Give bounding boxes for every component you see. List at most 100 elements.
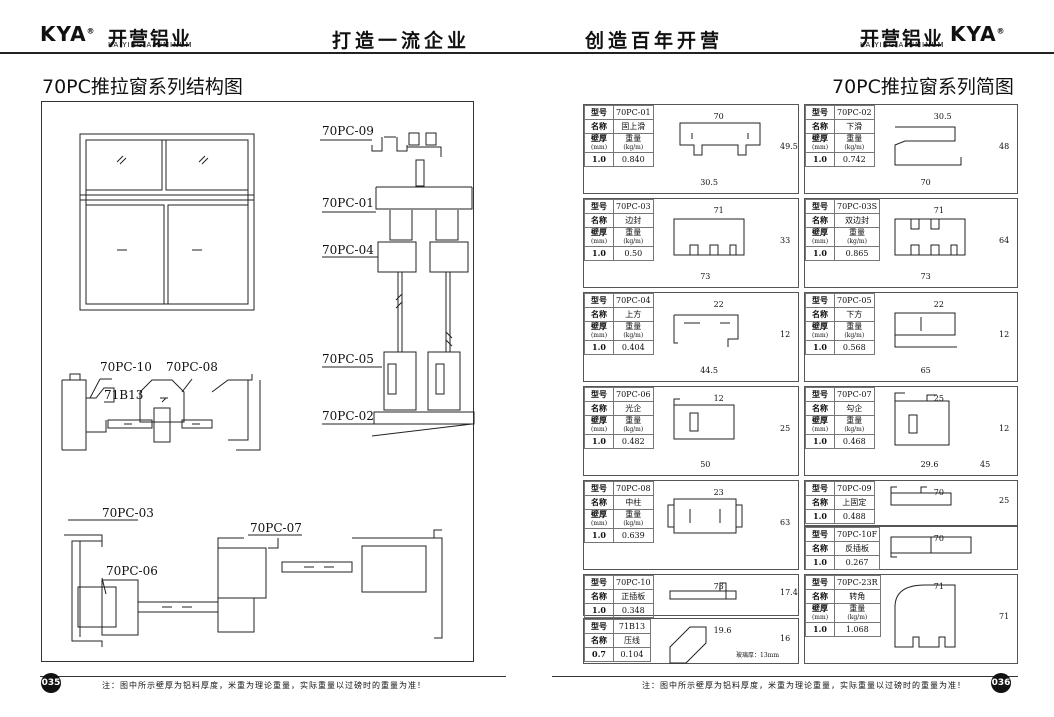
name-label: 名称 bbox=[584, 307, 614, 322]
model-label: 型号 bbox=[805, 199, 835, 214]
dimension-label: 49.5 bbox=[780, 142, 798, 151]
page-number-right: 036 bbox=[991, 673, 1011, 693]
weight-label: 重量(kg/m) bbox=[613, 415, 654, 435]
slogan-right: 创造百年开营 bbox=[585, 30, 724, 52]
weight-value: 0.50 bbox=[613, 246, 654, 261]
dimension-label: 71 bbox=[934, 582, 944, 591]
model-label: 型号 bbox=[584, 199, 614, 214]
weight-label: 重量(kg/m) bbox=[833, 227, 881, 247]
weight-value: 0.742 bbox=[834, 152, 875, 167]
weight-value: 1.068 bbox=[834, 622, 881, 637]
wall-value: 1.0 bbox=[584, 603, 614, 618]
footnote-left: 注：图中所示壁厚为铝料厚度，米重为理论重量，实际重量以过磅时的重量为准！ bbox=[102, 681, 426, 690]
weight-label: 重量(kg/m) bbox=[613, 509, 654, 529]
structure-drawing-panel: 70PC-09 70PC-01 70PC-04 70PC-05 70PC-02 … bbox=[41, 101, 475, 662]
dimension-label: 48 bbox=[999, 142, 1009, 151]
glass-note: 玻璃厚：13mm bbox=[736, 651, 779, 659]
dimension-label: 23 bbox=[714, 488, 724, 497]
dimension-label: 25 bbox=[999, 496, 1009, 505]
dimension-label: 25 bbox=[934, 394, 944, 403]
window-elevation bbox=[79, 133, 255, 311]
wall-label: 壁厚(mm) bbox=[584, 133, 614, 153]
footer-divider-right bbox=[552, 676, 1018, 677]
left-page-title: 70PC推拉窗系列结构图 bbox=[42, 76, 243, 98]
weight-value: 0.840 bbox=[613, 152, 654, 167]
name-value: 压线 bbox=[613, 633, 651, 648]
model-value: 70PC-10F bbox=[833, 527, 881, 542]
model-value: 70PC-08 bbox=[613, 481, 654, 496]
name-label: 名称 bbox=[584, 401, 614, 416]
header-divider bbox=[0, 52, 1054, 54]
wall-value: 1.0 bbox=[805, 555, 835, 570]
wall-value: 1.0 bbox=[805, 622, 835, 637]
weight-label: 重量(kg/m) bbox=[613, 321, 654, 341]
wall-label: 壁厚(mm) bbox=[584, 227, 614, 247]
model-label: 型号 bbox=[805, 527, 835, 542]
wall-label: 壁厚(mm) bbox=[805, 133, 835, 153]
dimension-label: 22 bbox=[934, 300, 944, 309]
wall-label: 壁厚(mm) bbox=[805, 321, 835, 341]
weight-label: 重量(kg/m) bbox=[613, 227, 654, 247]
weight-value: 0.468 bbox=[834, 434, 875, 449]
label-70pc-02: 70PC-02 bbox=[322, 409, 374, 423]
label-70pc-03: 70PC-03 bbox=[102, 506, 154, 520]
wall-label: 壁厚(mm) bbox=[584, 509, 614, 529]
weight-value: 0.482 bbox=[613, 434, 654, 449]
name-label: 名称 bbox=[805, 541, 835, 556]
company-logo: KYA® bbox=[40, 22, 96, 46]
dimension-label: 65 bbox=[921, 366, 931, 375]
brand-name-left: 开营铝业 bbox=[108, 28, 193, 50]
name-value: 中柱 bbox=[613, 495, 654, 510]
wall-value: 1.0 bbox=[584, 528, 614, 543]
dimension-label: 12 bbox=[999, 424, 1009, 433]
label-70pc-06: 70PC-06 bbox=[106, 564, 158, 578]
name-value: 光企 bbox=[613, 401, 654, 416]
name-label: 名称 bbox=[584, 119, 614, 134]
vertical-section bbox=[371, 132, 475, 437]
name-label: 名称 bbox=[584, 589, 614, 604]
dimension-label: 71 bbox=[714, 206, 724, 215]
dimension-label: 71 bbox=[999, 612, 1009, 621]
dimension-label: 19.6 bbox=[714, 626, 732, 635]
footnote-right: 注：图中所示壁厚为铝料厚度，米重为理论重量，实际重量以过磅时的重量为准！ bbox=[642, 681, 966, 690]
weight-value: 0.104 bbox=[613, 647, 651, 662]
weight-value: 0.348 bbox=[613, 603, 654, 618]
dimension-label: 29.6 bbox=[921, 460, 939, 469]
name-value: 上固定 bbox=[834, 495, 875, 510]
label-70pc-10: 70PC-10 bbox=[100, 360, 152, 374]
dimension-label: 22 bbox=[714, 300, 724, 309]
dimension-label: 63 bbox=[780, 518, 790, 527]
dimension-label: 73 bbox=[700, 272, 710, 281]
wall-value: 1.0 bbox=[805, 246, 835, 261]
dimension-label: 70 bbox=[934, 534, 944, 543]
model-label: 型号 bbox=[584, 105, 614, 120]
wall-value: 0.7 bbox=[584, 647, 614, 662]
wall-label: 壁厚(mm) bbox=[584, 321, 614, 341]
dimension-label: 17.4 bbox=[780, 588, 798, 597]
dimension-label: 50 bbox=[700, 460, 710, 469]
dimension-label: 33 bbox=[780, 236, 790, 245]
name-value: 固上滑 bbox=[613, 119, 654, 134]
model-label: 型号 bbox=[805, 293, 835, 308]
horizontal-section-top bbox=[61, 373, 261, 451]
label-70pc-09: 70PC-09 bbox=[322, 124, 374, 138]
